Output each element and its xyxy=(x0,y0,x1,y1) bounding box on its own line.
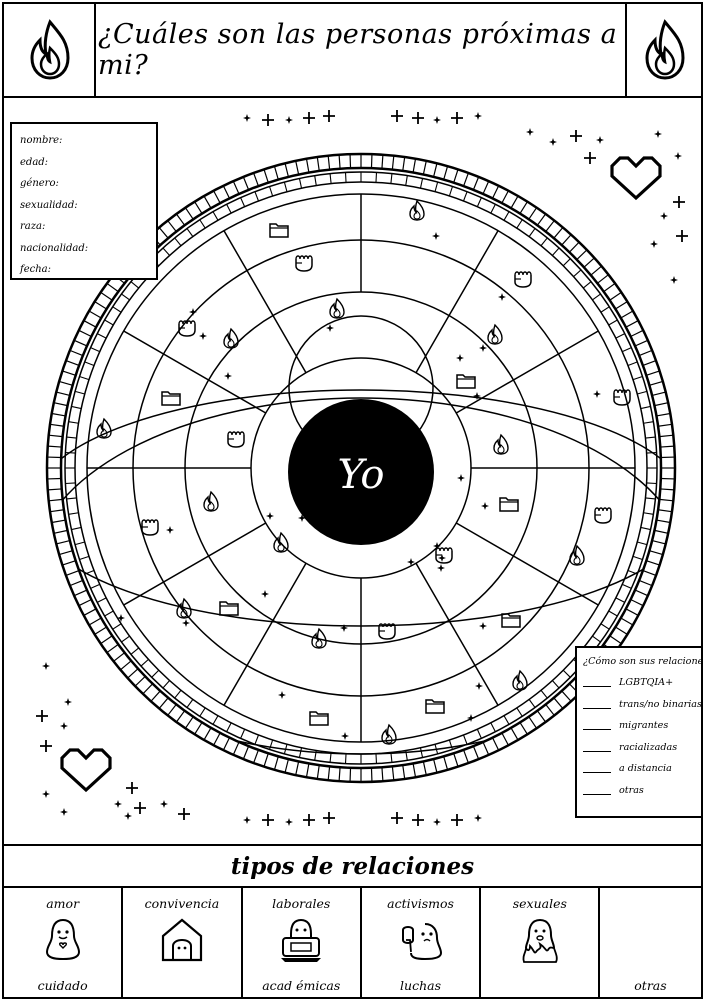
relation-option[interactable]: migrantes xyxy=(583,715,703,737)
types-row: amor cuidado convivencia laborales xyxy=(4,886,701,999)
header: ¿Cuáles son las personas próximas a mi? xyxy=(4,4,701,98)
type-label-bottom: cuidado xyxy=(4,978,121,993)
blank-line[interactable] xyxy=(583,751,611,752)
types-title: tipos de relaciones xyxy=(4,844,701,888)
flame-icon xyxy=(4,4,96,96)
type-cell-otras: otras xyxy=(600,886,700,999)
type-label-bottom: acad émicas xyxy=(243,978,360,993)
type-label-top: sexuales xyxy=(481,896,598,911)
type-label-top: laborales xyxy=(243,896,360,911)
type-cell-amor: amor cuidado xyxy=(4,886,123,999)
laptop-blob-icon xyxy=(277,916,325,966)
relations-question: ¿Cómo son sus relaciones? xyxy=(583,656,703,667)
relation-option[interactable]: a distancia xyxy=(583,758,703,780)
smiling-blob-heart-icon xyxy=(41,916,85,962)
type-cell-laborales: laborales acad émicas xyxy=(243,886,362,999)
house-icon xyxy=(159,916,205,964)
info-field-genero[interactable]: género: xyxy=(20,173,156,195)
type-cell-convivencia: convivencia xyxy=(123,886,242,999)
sparkle-cluster-left xyxy=(36,662,190,820)
type-cell-activismos: activismos luchas xyxy=(362,886,481,999)
info-field-edad[interactable]: edad: xyxy=(20,152,156,174)
blank-line[interactable] xyxy=(583,794,611,795)
type-label-bottom: luchas xyxy=(362,978,479,993)
blank-line[interactable] xyxy=(583,772,611,773)
flame-box-right xyxy=(625,4,701,96)
type-cell-sexuales: sexuales xyxy=(481,886,600,999)
info-field-sexualidad[interactable]: sexualidad: xyxy=(20,195,156,217)
blank-line[interactable] xyxy=(583,686,611,687)
personal-info-box: nombre: edad: género: sexualidad: raza: … xyxy=(10,122,158,280)
type-label-top: activismos xyxy=(362,896,479,911)
blank-line[interactable] xyxy=(583,708,611,709)
flame-blob-icon xyxy=(518,916,562,966)
relation-option[interactable]: trans/no binarias xyxy=(583,694,703,716)
sparkle-cluster-top xyxy=(243,110,482,126)
relationship-wheel: Yo xyxy=(4,98,701,844)
relation-option[interactable]: racializadas xyxy=(583,737,703,759)
relations-box: ¿Cómo son sus relaciones? LGBTQIA+ trans… xyxy=(575,646,703,818)
info-field-nacionalidad[interactable]: nacionalidad: xyxy=(20,238,156,260)
relation-option[interactable]: otras xyxy=(583,780,703,802)
flame-box-left xyxy=(4,4,96,96)
info-field-raza[interactable]: raza: xyxy=(20,216,156,238)
type-label-top: amor xyxy=(4,896,121,911)
relation-option[interactable]: LGBTQIA+ xyxy=(583,672,703,694)
info-field-nombre[interactable]: nombre: xyxy=(20,130,156,152)
type-label-bottom: otras xyxy=(600,978,700,993)
blank-line[interactable] xyxy=(583,729,611,730)
center-label: Yo xyxy=(337,452,384,498)
info-field-fecha[interactable]: fecha: xyxy=(20,259,156,281)
sparkle-cluster-bottom xyxy=(243,812,482,826)
fist-blob-icon xyxy=(397,916,445,962)
sparkle-cluster-right xyxy=(526,128,688,284)
page-title: ¿Cuáles son las personas próximas a mi? xyxy=(98,4,623,96)
type-label-top: convivencia xyxy=(123,896,240,911)
flame-icon xyxy=(627,4,703,96)
